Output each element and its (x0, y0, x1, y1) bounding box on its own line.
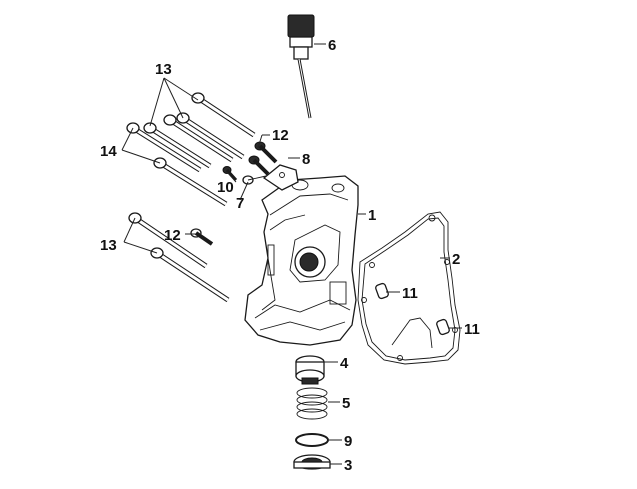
crankcase-cover (244, 175, 359, 346)
o-ring-part-9 (295, 433, 329, 447)
callout-7: 7 (236, 195, 244, 212)
screw-part-10 (222, 166, 238, 182)
clip-part-7 (242, 175, 267, 185)
short-bolts-upper (248, 141, 278, 176)
callout-6: 6 (328, 37, 336, 54)
leader-lines (121, 43, 462, 465)
bracket-part-8 (262, 164, 299, 191)
callout-2: 2 (452, 251, 460, 268)
callout-11-upper: 11 (402, 285, 418, 302)
dowel-pin-lower (436, 318, 450, 336)
callout-9: 9 (344, 433, 352, 450)
callout-13-lower: 13 (100, 237, 117, 254)
short-bolt-lower (190, 228, 214, 246)
callout-3: 3 (344, 457, 352, 474)
long-bolts-lower (128, 212, 230, 303)
callout-1: 1 (368, 207, 376, 224)
filter-cap-part-4 (295, 355, 325, 385)
drain-plug-part-3 (293, 454, 331, 470)
long-bolts-upper (143, 92, 256, 169)
dowel-pin-upper (375, 282, 389, 300)
callout-5: 5 (342, 395, 350, 412)
callout-10: 10 (217, 179, 234, 196)
callout-12-lower: 12 (164, 227, 181, 244)
callout-13-upper: 13 (155, 61, 172, 78)
oil-dipstick (287, 14, 315, 119)
spring-part-5 (296, 387, 328, 420)
callout-4: 4 (340, 355, 349, 372)
gasket (357, 211, 461, 365)
callout-11-lower: 11 (464, 321, 480, 338)
callout-12-upper: 12 (272, 127, 289, 144)
callout-8: 8 (302, 151, 310, 168)
bolts-part-14 (126, 122, 228, 207)
callout-14: 14 (100, 143, 117, 160)
